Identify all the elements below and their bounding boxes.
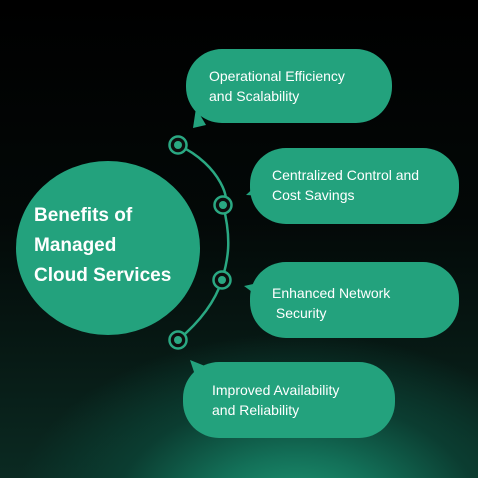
benefit-line: Enhanced Network	[272, 285, 391, 301]
benefit-bubble-availability	[183, 362, 395, 438]
benefit-text-network-security: Enhanced Network Security	[272, 283, 390, 323]
benefit-line: and Reliability	[212, 402, 300, 418]
central-title-line: Benefits of	[34, 205, 133, 226]
central-title-line: Cloud Services	[34, 265, 172, 286]
connector-node-2	[213, 195, 233, 215]
connector-node-4	[168, 330, 188, 350]
benefit-line: Operational Efficiency	[209, 68, 345, 84]
connector-node-3	[212, 270, 232, 290]
benefit-bubble-centralized-control	[250, 148, 459, 224]
benefit-bubble-network-security	[250, 262, 459, 338]
central-topic-circle	[16, 161, 200, 335]
central-title-line: Managed	[34, 235, 117, 256]
benefit-line: Cost Savings	[272, 187, 355, 203]
benefit-text-centralized-control: Centralized Control and Cost Savings	[272, 165, 419, 205]
central-topic-title: Benefits of Managed Cloud Services	[34, 201, 204, 291]
connector-node-1	[168, 135, 188, 155]
benefit-line: Security	[272, 305, 327, 321]
benefit-text-availability: Improved Availability and Reliability	[212, 380, 339, 420]
benefit-line: Centralized Control and	[272, 167, 420, 183]
benefit-line: and Scalability	[209, 88, 300, 104]
benefit-line: Improved Availability	[212, 382, 340, 398]
benefit-text-operational-efficiency: Operational Efficiency and Scalability	[209, 66, 345, 106]
benefit-bubble-operational-efficiency	[186, 49, 392, 123]
